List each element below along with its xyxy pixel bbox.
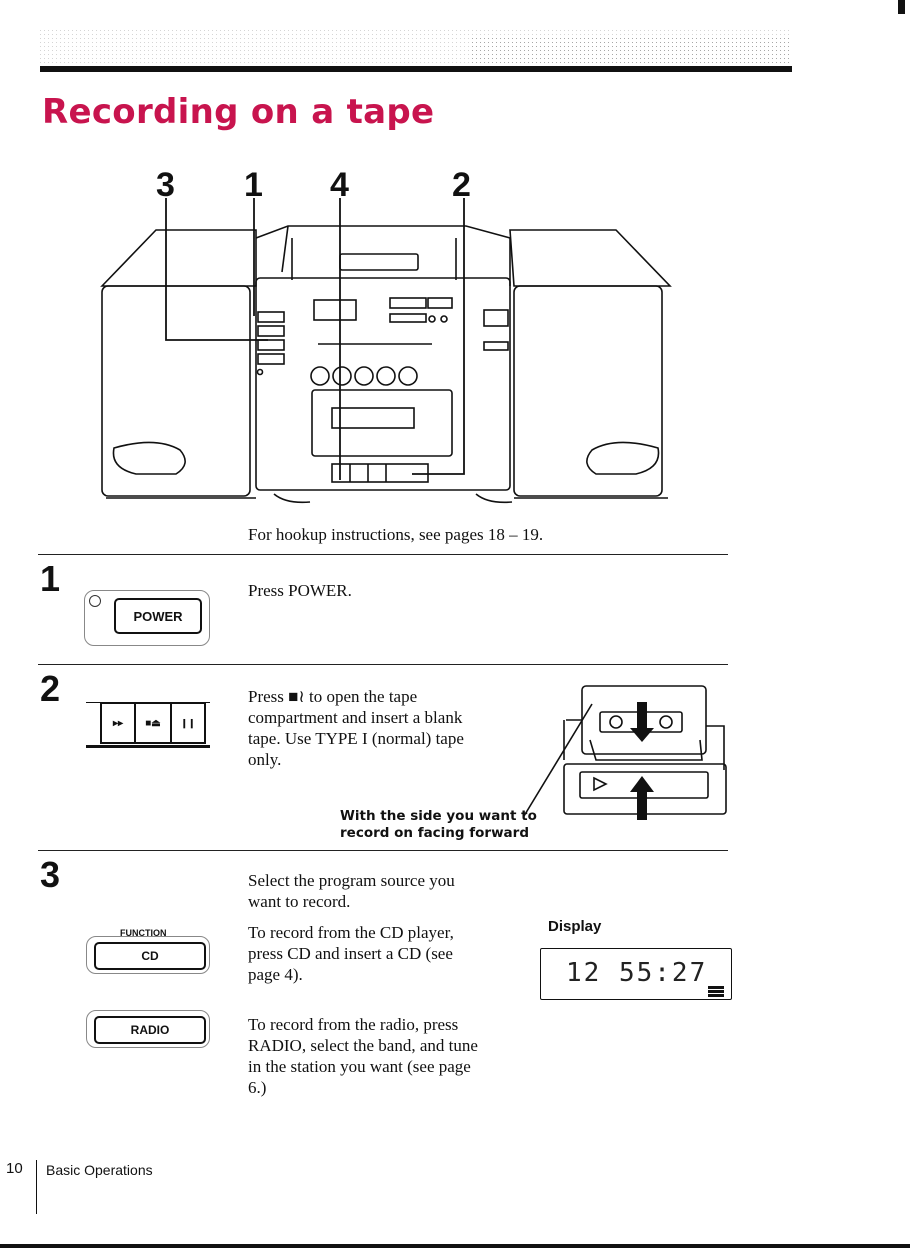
function-label: FUNCTION bbox=[120, 928, 167, 938]
divider bbox=[38, 554, 728, 555]
divider bbox=[38, 664, 728, 665]
divider bbox=[38, 850, 728, 851]
power-button[interactable]: POWER bbox=[114, 598, 202, 634]
step-3-cd-text: To record from the CD player, press CD a… bbox=[248, 922, 454, 985]
step-3-intro: Select the program source you want to re… bbox=[248, 870, 455, 912]
hookup-note: For hookup instructions, see pages 18 – … bbox=[248, 525, 544, 544]
callout-3: 3 bbox=[156, 166, 175, 204]
cd-button[interactable]: CD bbox=[94, 942, 206, 970]
section-name: Basic Operations bbox=[46, 1162, 153, 1178]
pause-button[interactable]: ❙❙ bbox=[170, 702, 206, 744]
display-readout: 12 55:27 bbox=[566, 958, 708, 988]
callout-1: 1 bbox=[244, 166, 263, 204]
tape-caption: With the side you want to record on faci… bbox=[340, 808, 537, 842]
radio-panel bbox=[86, 1010, 210, 1048]
header-band bbox=[40, 28, 792, 72]
text-line: Press ■≀ to open the tape bbox=[248, 687, 418, 706]
step-3-number: 3 bbox=[40, 854, 61, 895]
stop-eject-button[interactable]: ■⏏ bbox=[134, 702, 172, 744]
caption-line: With the side you want to bbox=[340, 808, 537, 824]
text-line: RADIO, select the band, and tune bbox=[248, 1036, 478, 1055]
step-1-text: Press POWER. bbox=[248, 581, 352, 600]
text-line: in the station you want (see page bbox=[248, 1057, 471, 1076]
power-indicator bbox=[89, 595, 101, 607]
bottom-edge bbox=[0, 1244, 910, 1248]
stereo-illustration bbox=[100, 198, 672, 504]
display-panel bbox=[540, 948, 732, 1000]
text-line: To record from the CD player, bbox=[248, 923, 454, 942]
corner-mark bbox=[898, 0, 905, 14]
page-number: 10 bbox=[6, 1160, 23, 1177]
step-3-radio-text: To record from the radio, press RADIO, s… bbox=[248, 1014, 478, 1098]
step-2-number: 2 bbox=[40, 668, 61, 709]
callout-2: 2 bbox=[452, 166, 471, 204]
callout-4: 4 bbox=[330, 166, 349, 204]
caption-line: record on facing forward bbox=[340, 825, 529, 841]
cd-panel bbox=[86, 936, 210, 974]
display-label: Display bbox=[548, 918, 602, 935]
text-line: want to record. bbox=[248, 892, 351, 911]
footer-bar bbox=[36, 1160, 37, 1214]
cassette-insert-illustration bbox=[523, 685, 727, 820]
text-line: compartment and insert a blank bbox=[248, 708, 463, 727]
ff-button[interactable]: ▸▸ bbox=[100, 702, 136, 744]
text-line: press CD and insert a CD (see bbox=[248, 944, 453, 963]
step-1-number: 1 bbox=[40, 558, 61, 599]
radio-button[interactable]: RADIO bbox=[94, 1016, 206, 1044]
page-title: Recording on a tape bbox=[42, 92, 435, 132]
tape-indicator-icon bbox=[708, 986, 724, 998]
text-line: Select the program source you bbox=[248, 871, 455, 890]
step-2-text: Press ■≀ to open the tape compartment an… bbox=[248, 686, 464, 770]
text-line: tape. Use TYPE I (normal) tape bbox=[248, 729, 464, 748]
power-panel bbox=[84, 590, 210, 646]
text-line: 6.) bbox=[248, 1078, 267, 1097]
text-line: To record from the radio, press bbox=[248, 1015, 459, 1034]
text-line: page 4). bbox=[248, 965, 303, 984]
text-line: only. bbox=[248, 750, 282, 769]
